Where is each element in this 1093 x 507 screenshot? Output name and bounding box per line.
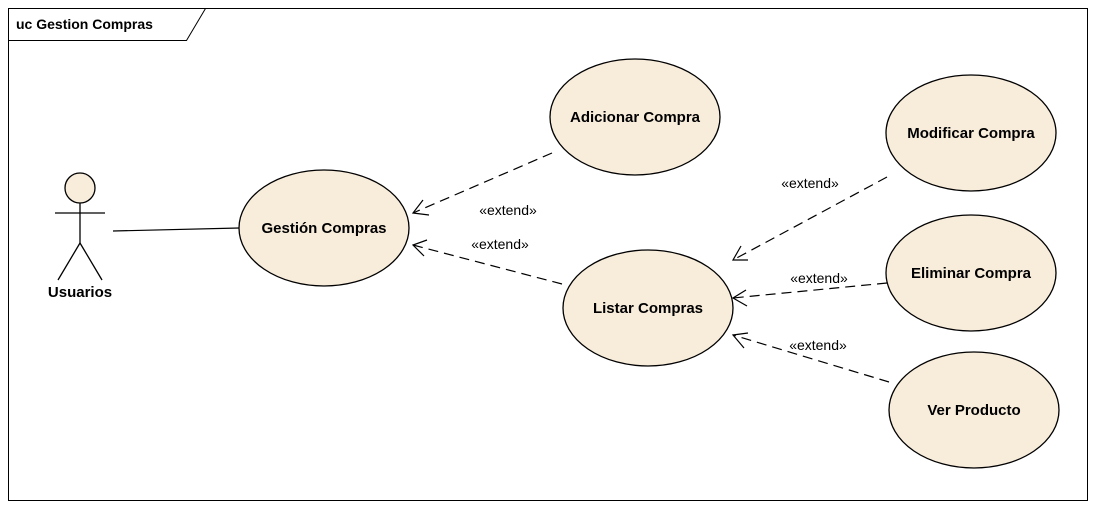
extend-label-ver: «extend» (789, 337, 847, 353)
extend-label-eliminar: «extend» (790, 270, 848, 286)
diagram-frame: uc Gestion Compras (8, 8, 1088, 501)
use-case-listar-label: Listar Compras (593, 300, 703, 317)
actor-right-leg (79, 242, 103, 281)
extend-ver-to-listar (731, 332, 890, 383)
use-case-eliminar-compra[interactable]: Eliminar Compra (885, 214, 1057, 332)
use-case-gestion-label: Gestión Compras (261, 220, 386, 237)
use-case-modificar-label: Modificar Compra (907, 125, 1035, 142)
extend-label-modificar: «extend» (781, 175, 839, 191)
use-case-eliminar-label: Eliminar Compra (911, 265, 1032, 282)
extend-adicionar-to-gestion (411, 152, 553, 216)
use-case-listar-compras[interactable]: Listar Compras (562, 249, 734, 367)
extend-label-listar: «extend» (471, 236, 529, 252)
actor-head (64, 172, 96, 204)
extend-modificar-to-listar (731, 176, 888, 261)
use-case-ver-label: Ver Producto (927, 402, 1020, 419)
use-case-adicionar-label: Adicionar Compra (570, 109, 701, 126)
frame-border (8, 8, 1088, 501)
actor-left-leg (57, 242, 81, 281)
frame-tab (8, 8, 206, 41)
use-case-gestion-compras[interactable]: Gestión Compras (238, 169, 410, 287)
use-case-modificar-compra[interactable]: Modificar Compra (885, 74, 1057, 192)
actor-usuarios[interactable] (55, 172, 105, 281)
actor-label: Usuarios (48, 284, 112, 301)
extend-label-adicionar: «extend» (479, 202, 537, 218)
association-line (112, 227, 240, 232)
extend-listar-to-gestion (411, 239, 563, 285)
use-case-adicionar-compra[interactable]: Adicionar Compra (549, 58, 721, 176)
extend-eliminar-to-listar (731, 282, 888, 307)
frame-title: uc Gestion Compras (16, 16, 153, 32)
use-case-ver-producto[interactable]: Ver Producto (888, 351, 1060, 469)
